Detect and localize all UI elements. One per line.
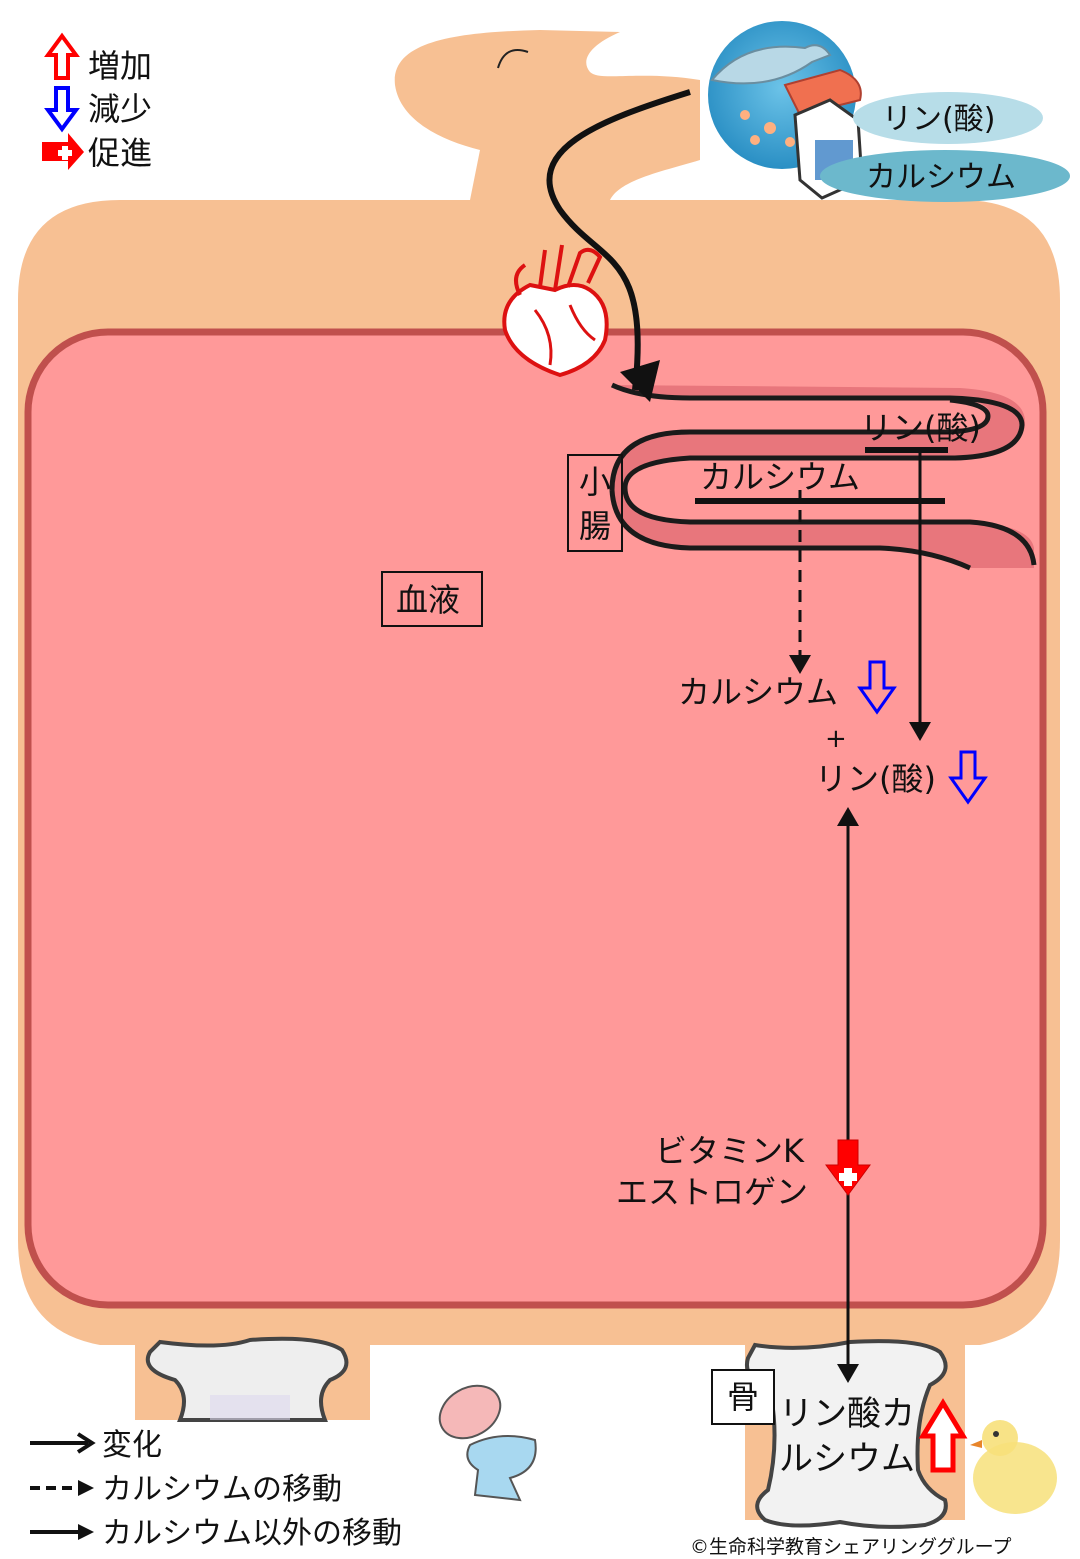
- food-phosphorus-label: リン(酸): [882, 102, 995, 137]
- calcium-decrease-icon: [857, 660, 897, 715]
- bone-right: [745, 1339, 948, 1529]
- ingestion-arrow: [546, 89, 691, 391]
- estrogen-label: エストロゲン: [616, 1173, 808, 1211]
- phosphorus-absorption-arrowhead: [909, 722, 931, 741]
- toilet-icon: [438, 1384, 537, 1502]
- chick-icon: [970, 1420, 1057, 1514]
- intestine-box: [567, 454, 623, 552]
- blood-phosphorus-label: リン(酸): [815, 760, 936, 798]
- intestine-box-label-1: 小: [579, 463, 611, 501]
- phosphorus-bubble: [853, 92, 1043, 144]
- blood-region: [24, 328, 1047, 1309]
- legend-calcium-line: [30, 1480, 94, 1496]
- bone-left: [145, 1336, 349, 1422]
- small-intestine: [609, 382, 1037, 571]
- increase-legend-icon: [44, 32, 80, 80]
- calcium-bubble: [820, 150, 1070, 202]
- blood-plus-label: +: [825, 724, 847, 754]
- intestine-phosphorus-label: リン(酸): [860, 409, 981, 447]
- blood-box: [381, 571, 483, 627]
- bone-increase-icon: [918, 1398, 968, 1473]
- legend-change-label: 変化: [102, 1428, 162, 1463]
- promote-legend-label: 促進: [88, 134, 152, 172]
- increase-legend-label: 増加: [88, 47, 152, 85]
- calcium-absorption-arrowhead: [789, 655, 811, 674]
- legend-other-line: [30, 1524, 94, 1540]
- legend-calcium-label: カルシウムの移動: [102, 1472, 342, 1507]
- bone-label-line1: リン酸カ: [779, 1394, 915, 1434]
- phosphorus-decrease-icon: [948, 750, 988, 805]
- heart-icon: [502, 244, 609, 378]
- intestine-box-label-2: 腸: [579, 507, 611, 545]
- decrease-legend-label: 減少: [88, 90, 152, 128]
- bone-exchange-arrowhead-bottom: [837, 1364, 859, 1383]
- blood-calcium-label: カルシウム: [678, 673, 838, 711]
- bone-exchange-arrowhead-top: [837, 807, 859, 826]
- bone-box-label: 骨: [727, 1378, 759, 1416]
- promote-arrow-icon: [825, 1139, 871, 1196]
- blood-box-label: 血液: [396, 581, 460, 619]
- decrease-legend-icon: [44, 86, 80, 133]
- vitamin-k-label: ビタミンK: [655, 1132, 805, 1170]
- ingestion-arrowhead: [620, 360, 660, 402]
- food-calcium-label: カルシウム: [866, 160, 1016, 195]
- legend-change-line: [30, 1432, 96, 1454]
- credit-label: ©生命科学教育シェアリンググループ: [690, 1536, 1011, 1558]
- bone-label-line2: ルシウム: [779, 1439, 915, 1479]
- bone-box: [711, 1369, 775, 1425]
- legend-other-label: カルシウム以外の移動: [102, 1516, 402, 1551]
- intestine-calcium-label: カルシウム: [700, 458, 860, 496]
- promote-legend-icon: [42, 133, 84, 170]
